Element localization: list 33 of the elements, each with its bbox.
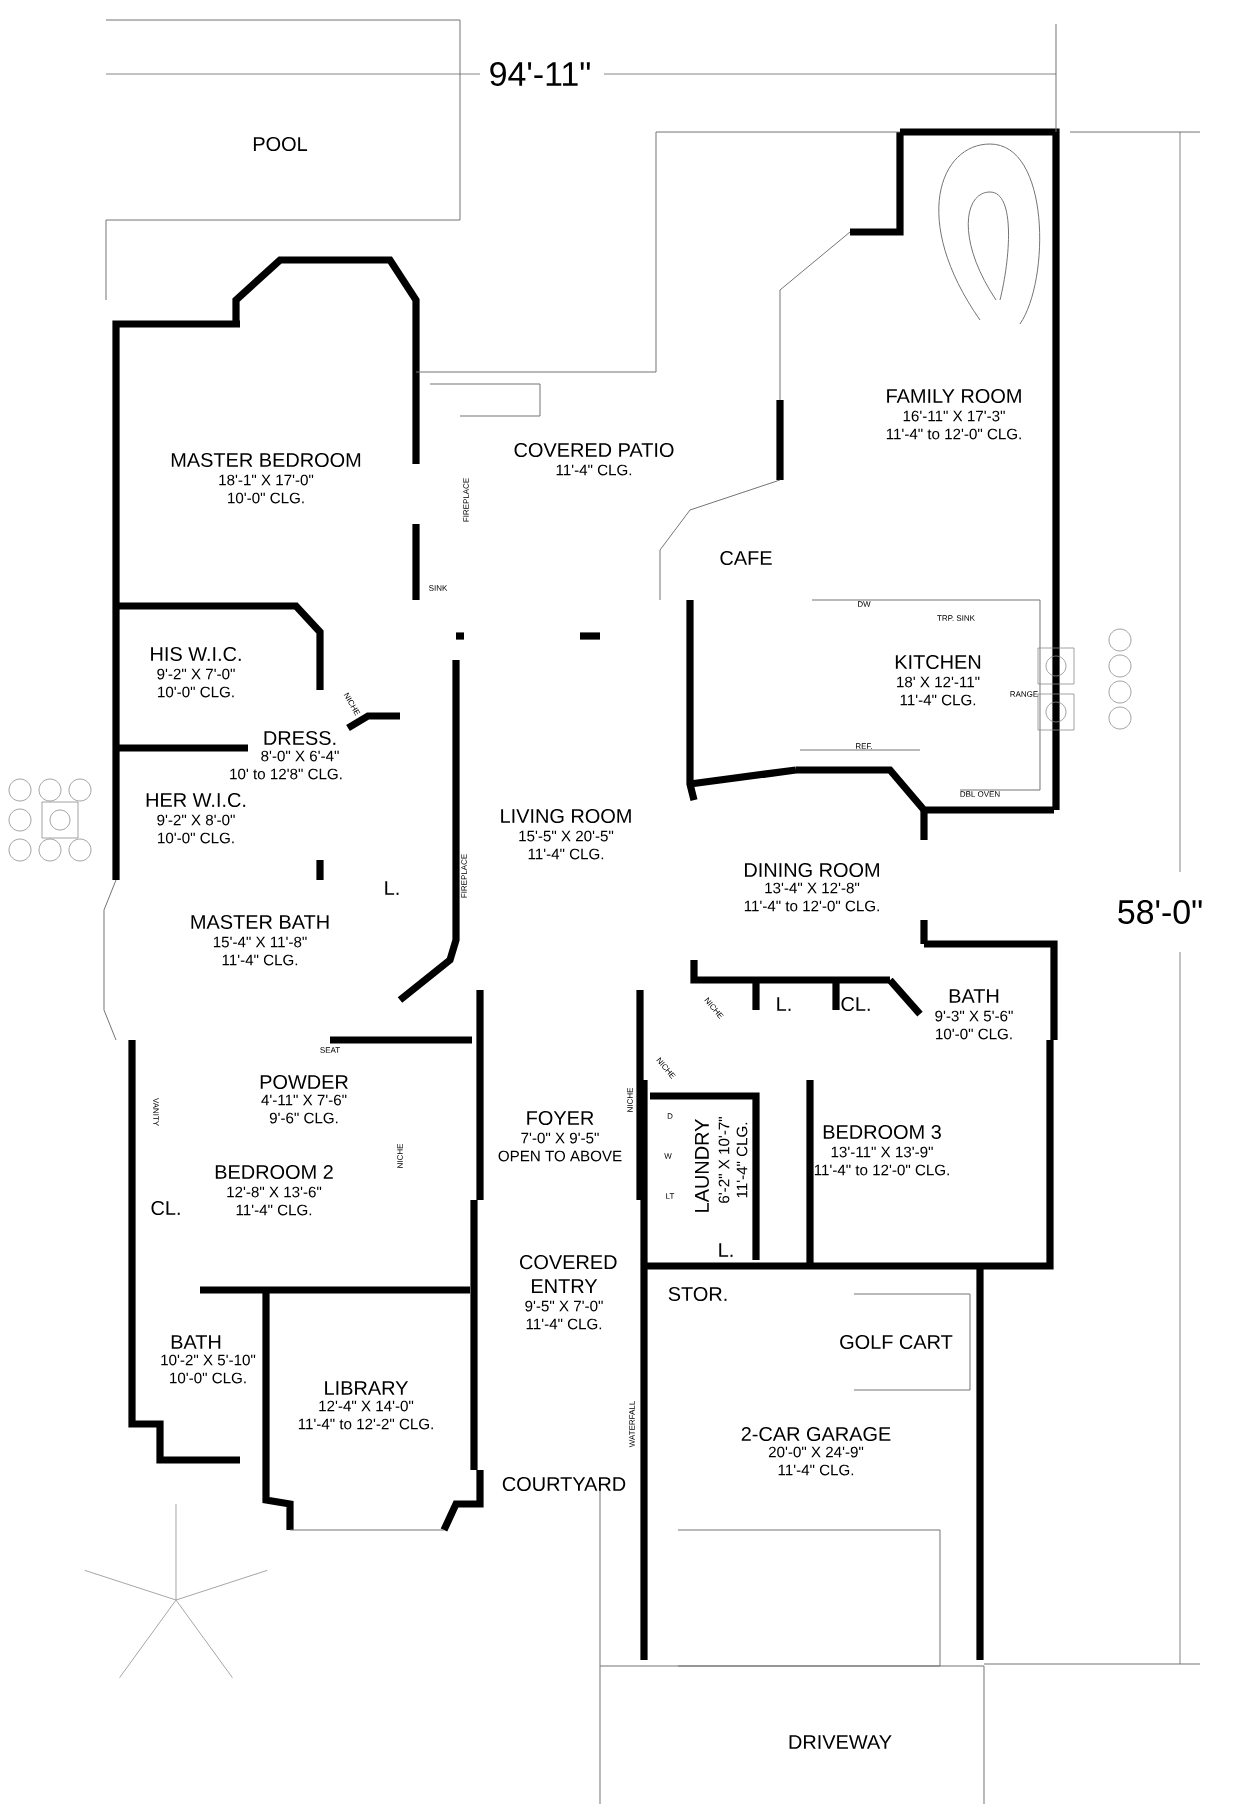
- room-label: L.: [719, 1243, 733, 1257]
- room-label: LIBRARY: [325, 1381, 409, 1395]
- room-label: FOYER: [527, 1110, 594, 1126]
- room-label: HIS W.I.C.: [151, 646, 241, 662]
- room-label: POWDER: [260, 1074, 348, 1090]
- room-label: DRESS.: [264, 730, 336, 746]
- room-label: MASTER BEDROOM: [171, 452, 361, 468]
- room-label: BATH: [171, 1335, 221, 1349]
- overall-dimension: 94'-11": [490, 62, 590, 86]
- room-label: GOLF CART: [840, 1334, 953, 1350]
- room-label: COVERED ENTRY: [520, 1255, 617, 1293]
- room-label: BATH: [949, 989, 999, 1003]
- room-label: 2-CAR GARAGE: [741, 1426, 891, 1442]
- room-label: DRIVEWAY: [789, 1735, 892, 1749]
- room-label: CAFE: [720, 550, 772, 566]
- room-label: MASTER BATH: [191, 914, 329, 930]
- room-label: CL.: [841, 996, 870, 1012]
- room-label: KITCHEN: [895, 654, 981, 670]
- room-label: COURTYARD: [502, 1476, 626, 1492]
- room-label: CL.: [151, 1200, 180, 1216]
- room-label: BEDROOM 2: [215, 1164, 333, 1180]
- room-label: DINING ROOM: [745, 862, 879, 878]
- room-label: HER W.I.C.: [146, 792, 246, 808]
- room-label: LIVING ROOM: [501, 808, 631, 824]
- room-label: STOR.: [668, 1286, 727, 1302]
- room-label: L.: [777, 997, 791, 1011]
- room-label: BEDROOM 3: [823, 1124, 941, 1140]
- room-label: LAUNDRY: [695, 1119, 709, 1212]
- room-label: COVERED PATIO: [514, 442, 674, 458]
- room-label: POOL: [253, 136, 308, 152]
- room-label: L.: [385, 881, 399, 895]
- overall-dimension: 58'-0": [1118, 900, 1202, 924]
- room-label: FAMILY ROOM: [887, 388, 1021, 404]
